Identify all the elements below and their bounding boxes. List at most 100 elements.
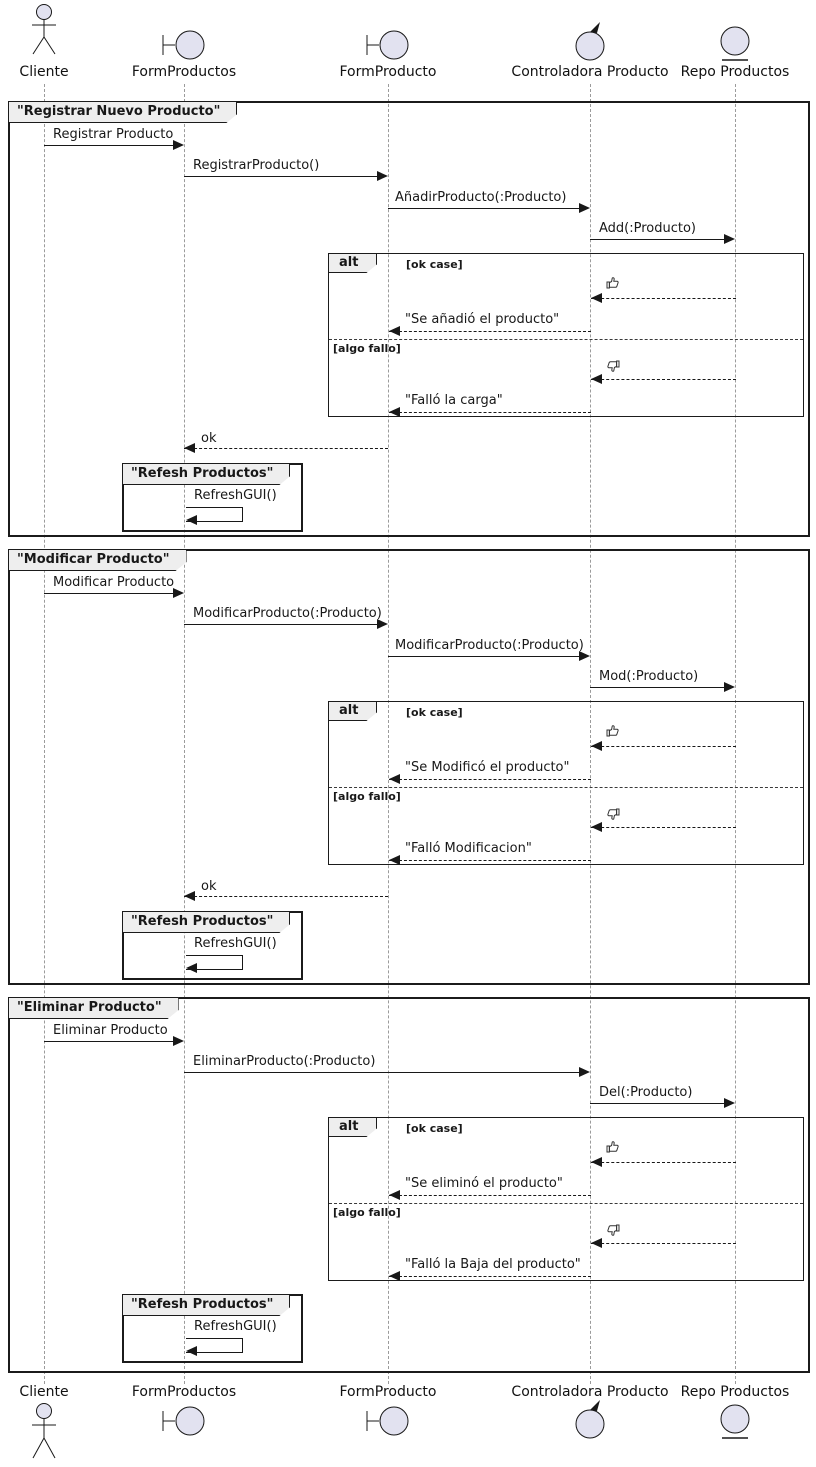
arrowhead [591, 293, 602, 303]
message-label: ok [201, 879, 217, 894]
alt-fragment: alt [ok case] "Se añadió el producto" [a… [328, 253, 804, 417]
arrowhead [377, 619, 388, 629]
entity-icon [717, 24, 753, 64]
lifeline-cliente [44, 84, 45, 1384]
thumbs-up-icon [605, 275, 621, 291]
message-line [590, 687, 726, 688]
message-line [184, 176, 379, 177]
arrowhead [389, 855, 400, 865]
return-line [591, 379, 736, 380]
frame-title: "Refesh Productos" [122, 463, 290, 485]
message-line [388, 656, 581, 657]
participant-footer-formproductos: FormProductos [131, 1384, 237, 1400]
actor-icon [30, 3, 58, 59]
arrowhead [389, 1190, 400, 1200]
arrowhead [579, 203, 590, 213]
arrowhead [186, 515, 197, 525]
message-label: Del(:Producto) [599, 1085, 693, 1100]
arrowhead [591, 374, 602, 384]
return-line [184, 448, 388, 449]
refresh-frame: "Refesh Productos" RefreshGUI() [122, 1294, 303, 1363]
guard-label: [ok case] [406, 706, 463, 719]
return-line [389, 779, 591, 780]
return-line [389, 1276, 591, 1277]
return-line [591, 1162, 736, 1163]
message-label: AñadirProducto(:Producto) [395, 190, 567, 205]
return-line [389, 331, 591, 332]
arrowhead [173, 140, 184, 150]
participant-header-controladora: Controladora Producto [511, 64, 669, 80]
message-line [184, 624, 379, 625]
message-label: ModificarProducto(:Producto) [395, 638, 584, 653]
lifeline-formproductos [184, 84, 185, 1384]
lifeline-repo-productos [735, 84, 736, 1384]
participant-footer-repo: Repo Productos [680, 1384, 790, 1400]
thumbs-down-icon [605, 358, 621, 374]
return-line [591, 1243, 736, 1244]
alt-divider [329, 339, 803, 340]
frame-title: "Refesh Productos" [122, 1294, 290, 1316]
return-line [389, 412, 591, 413]
message-label: RefreshGUI() [194, 936, 277, 951]
control-icon [572, 20, 608, 62]
return-line [389, 1195, 591, 1196]
guard-label: [algo fallo] [333, 1206, 401, 1219]
lifeline-controladora-producto [590, 84, 591, 1384]
participant-footer-formproducto: FormProducto [339, 1384, 437, 1400]
message-label: RefreshGUI() [194, 1319, 277, 1334]
arrowhead [184, 443, 195, 453]
message-line [44, 145, 175, 146]
frame-registrar-nuevo-producto [8, 101, 810, 537]
thumbs-up-icon [605, 1139, 621, 1155]
control-icon [572, 1398, 608, 1440]
actor-icon [30, 1402, 58, 1467]
boundary-icon [161, 1404, 207, 1438]
return-line [184, 896, 388, 897]
boundary-icon [161, 28, 207, 62]
arrowhead [389, 407, 400, 417]
participant-header-formproducto: FormProducto [339, 64, 437, 80]
self-call-loop [186, 507, 243, 522]
message-line [44, 593, 175, 594]
message-label: ok [201, 431, 217, 446]
arrowhead [579, 1067, 590, 1077]
message-label: RegistrarProducto() [193, 158, 320, 173]
arrowhead [591, 822, 602, 832]
self-call-loop [186, 955, 243, 970]
message-line [44, 1041, 175, 1042]
lifeline-formproducto [388, 84, 389, 1384]
alt-divider [329, 787, 803, 788]
message-line [590, 239, 726, 240]
message-label: "Falló la Baja del producto" [405, 1257, 581, 1272]
arrowhead [186, 1346, 197, 1356]
message-label: ModificarProducto(:Producto) [193, 606, 382, 621]
frame-title: "Modificar Producto" [8, 549, 187, 571]
arrowhead [173, 1036, 184, 1046]
arrowhead [591, 1157, 602, 1167]
message-label: EliminarProducto(:Producto) [193, 1054, 376, 1069]
alt-fragment: alt [ok case] "Se eliminó el producto" [… [328, 1117, 804, 1281]
frame-eliminar-producto [8, 997, 810, 1373]
frame-modificar-producto [8, 549, 810, 985]
thumbs-down-icon [605, 1222, 621, 1238]
participant-header-repo: Repo Productos [680, 64, 790, 80]
thumbs-down-icon [605, 806, 621, 822]
refresh-frame: "Refesh Productos" RefreshGUI() [122, 911, 303, 980]
return-line [389, 860, 591, 861]
arrowhead [579, 651, 590, 661]
message-line [388, 208, 581, 209]
participant-footer-controladora: Controladora Producto [511, 1384, 669, 1400]
arrowhead [186, 963, 197, 973]
arrowhead [724, 1098, 735, 1108]
arrowhead [389, 326, 400, 336]
alt-operator-label: alt [328, 253, 377, 273]
alt-fragment: alt [ok case] "Se Modificó el producto" … [328, 701, 804, 865]
boundary-icon [365, 1404, 411, 1438]
boundary-icon [365, 28, 411, 62]
entity-icon [717, 1402, 753, 1442]
arrowhead [591, 1238, 602, 1248]
frame-title: "Refesh Productos" [122, 911, 290, 933]
arrowhead [389, 774, 400, 784]
arrowhead [173, 588, 184, 598]
